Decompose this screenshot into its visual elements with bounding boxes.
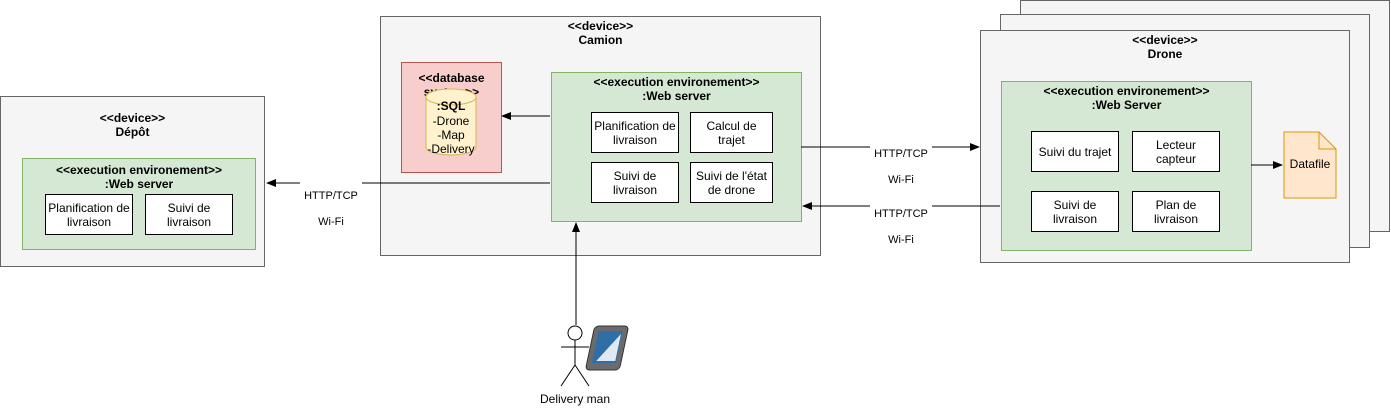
drone-out-label: HTTP/TCP Wi-Fi <box>870 135 932 200</box>
drone-component-suivi-trajet[interactable]: Suivi du trajet <box>1031 131 1119 172</box>
delivery-man-actor-icon[interactable] <box>560 325 590 387</box>
depot-env-stereotype: <<execution environement>> <box>55 163 223 177</box>
depot-link-label: HTTP/TCP Wi-Fi <box>300 177 362 242</box>
depot-component-suivi-livraison[interactable]: Suivi de livraison <box>145 194 233 235</box>
drone-in-protocol: HTTP/TCP <box>874 208 928 220</box>
db-item-delivery: -Delivery <box>427 142 475 156</box>
tablet-icon <box>585 325 629 371</box>
camion-web-server[interactable]: <<execution environement>> :Web server P… <box>551 72 802 222</box>
drone-env-stereotype: <<execution environement>> <box>1043 84 1210 98</box>
drone-device[interactable]: <<device>> Drone <<execution environemen… <box>980 30 1350 263</box>
camion-env-stereotype: <<execution environement>> <box>593 75 760 89</box>
drone-component-suivi-livraison[interactable]: Suivi de livraison <box>1031 191 1119 232</box>
db-name: :SQL <box>436 99 466 113</box>
datafile-label: Datafile <box>1289 157 1331 171</box>
camion-component-calcul-trajet[interactable]: Calcul de trajet <box>690 112 773 153</box>
depot-link-medium: Wi-Fi <box>318 216 344 228</box>
drone-out-protocol: HTTP/TCP <box>874 148 928 160</box>
camion-component-suivi-etat-drone[interactable]: Suivi de l'état de drone <box>690 162 773 203</box>
drone-out-medium: Wi-Fi <box>888 174 914 186</box>
depot-component-planification[interactable]: Planification de livraison <box>45 194 133 235</box>
drone-in-medium: Wi-Fi <box>888 234 914 246</box>
db-item-drone: -Drone <box>432 114 470 128</box>
drone-in-label: HTTP/TCP Wi-Fi <box>870 195 932 260</box>
camion-component-suivi-livraison[interactable]: Suivi de livraison <box>591 162 679 203</box>
drone-env-name: :Web Server <box>1091 98 1162 112</box>
depot-name: Dépôt <box>115 125 150 139</box>
camion-name: Camion <box>578 33 623 47</box>
camion-component-planification[interactable]: Planification de livraison <box>591 112 679 153</box>
depot-stereotype: <<device>> <box>99 111 166 125</box>
drone-component-plan-livraison[interactable]: Plan de livraison <box>1132 191 1220 232</box>
drone-name: Drone <box>1147 47 1183 61</box>
delivery-man-label: Delivery man <box>539 392 611 406</box>
depot-env-name: :Web server <box>104 177 174 191</box>
db-item-map: -Map <box>437 128 465 142</box>
camion-device[interactable]: <<device>> Camion <<database system>> <<… <box>380 16 821 256</box>
depot-link-protocol: HTTP/TCP <box>304 190 358 202</box>
drone-stereotype: <<device>> <box>1132 33 1198 47</box>
drone-component-lecteur-capteur[interactable]: Lecteur capteur <box>1132 131 1220 172</box>
camion-stereotype: <<device>> <box>567 19 634 33</box>
sql-cylinder[interactable] <box>425 88 477 156</box>
depot-device[interactable]: <<device>> Dépôt <<execution environemen… <box>0 96 265 267</box>
camion-env-name: :Web server <box>642 89 711 103</box>
depot-web-server[interactable]: <<execution environement>> :Web server P… <box>22 158 256 250</box>
drone-web-server[interactable]: <<execution environement>> :Web Server S… <box>1001 81 1252 251</box>
